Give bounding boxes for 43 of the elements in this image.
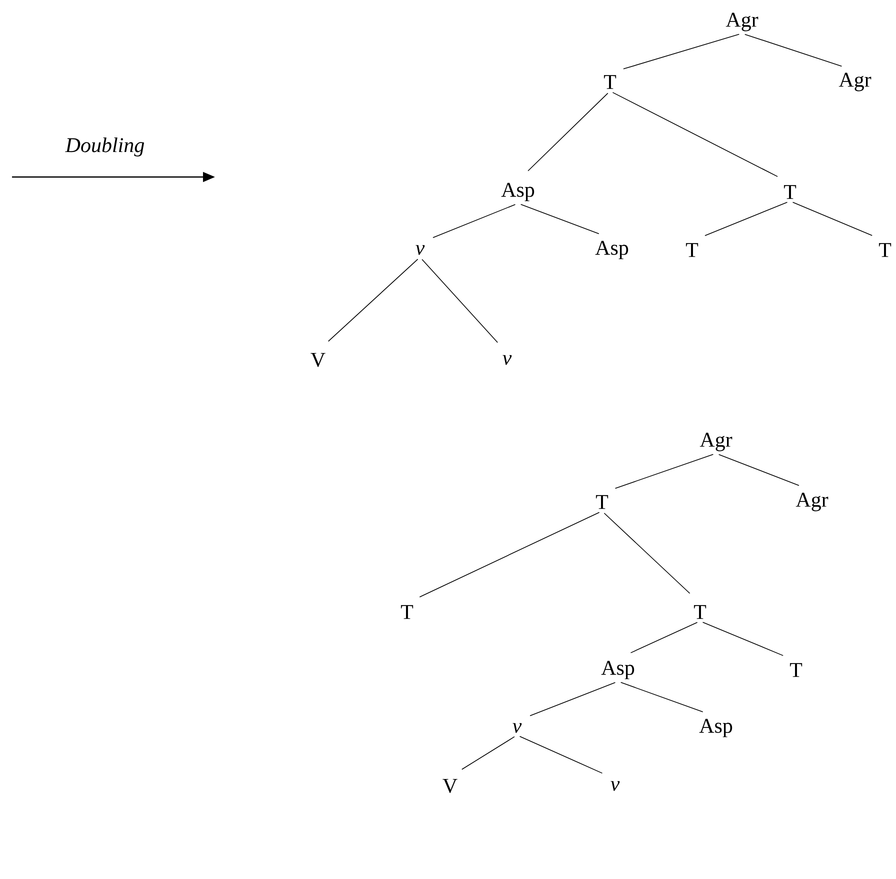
branch-line [432, 204, 516, 238]
tree-label: v [502, 355, 512, 365]
tree-label: Agr [838, 72, 872, 92]
tree-label: v [610, 781, 620, 791]
tree-label: v [416, 245, 425, 255]
branch-line [630, 622, 698, 654]
tree-label: Asp [699, 718, 732, 738]
branch-line [792, 202, 872, 236]
branch-line [422, 258, 498, 343]
branch-line [328, 258, 418, 342]
tree-label: T [784, 185, 796, 199]
tree-label: Asp [595, 240, 628, 260]
branch-line [620, 682, 704, 712]
tree-label: T [596, 495, 608, 509]
branch-line [530, 682, 616, 716]
branch-line [528, 92, 608, 172]
tree-label: V [442, 778, 458, 794]
branch-line [718, 454, 800, 486]
tree-label: T [694, 605, 706, 619]
branch-line [704, 202, 788, 236]
branch-line [462, 736, 515, 770]
branch-line [702, 622, 784, 656]
tree-label: Agr [796, 492, 828, 512]
tree-label: Agr [700, 432, 732, 452]
tree-label: V [310, 352, 326, 368]
tree-label: Asp [501, 182, 534, 202]
branch-line [419, 512, 600, 598]
arrow-label: Doubling [65, 137, 144, 157]
branch-line [614, 454, 714, 489]
tree-label: T [686, 243, 698, 257]
tree-label: Agr [726, 12, 758, 32]
branch-line [604, 512, 690, 594]
tree-label: T [878, 243, 892, 257]
branch-line [612, 92, 778, 177]
branch-line [744, 34, 842, 67]
tree-label: Asp [601, 660, 634, 680]
tree-label: T [790, 663, 802, 677]
tree-label: v [512, 723, 522, 733]
branch-line [623, 34, 740, 70]
branch-line [519, 736, 603, 774]
tree-label: T [604, 75, 616, 89]
branch-line [520, 204, 600, 234]
tree-label: T [400, 605, 414, 619]
